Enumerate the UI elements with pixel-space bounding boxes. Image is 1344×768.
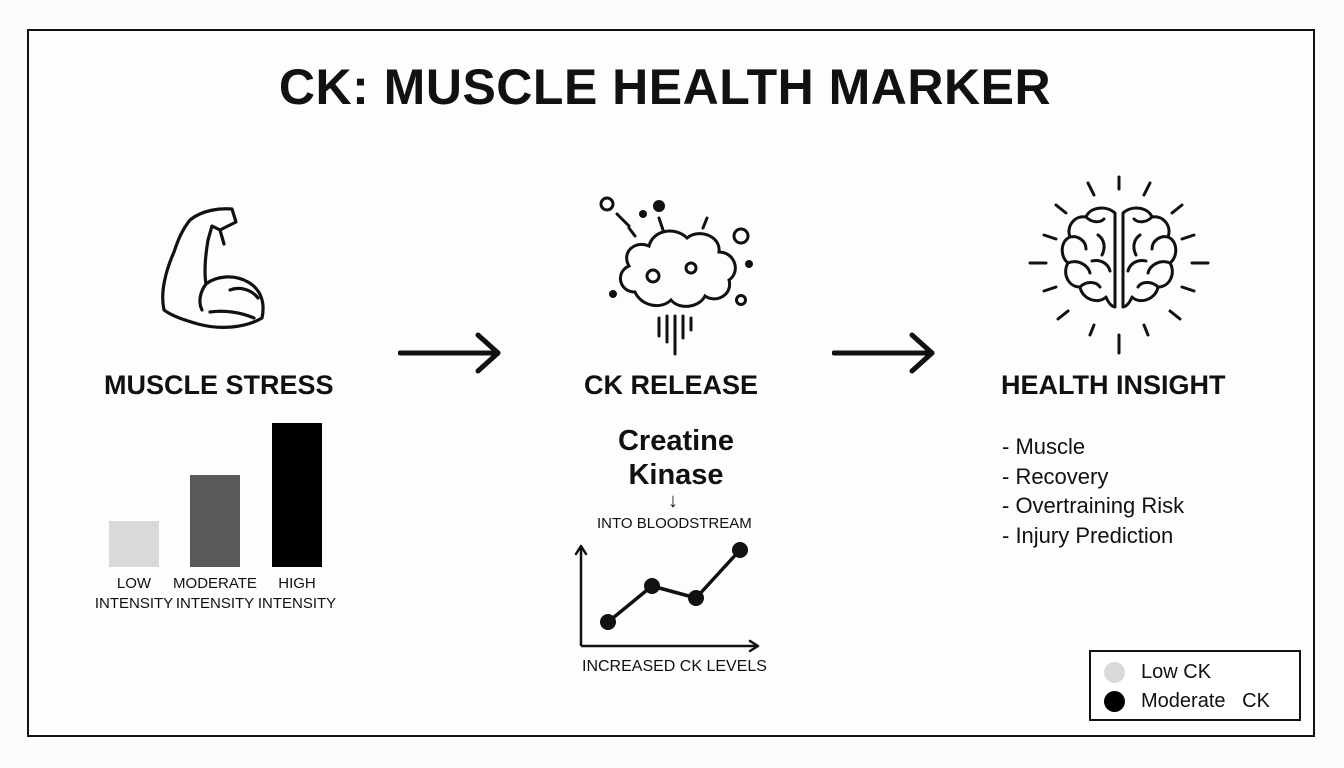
creatine-kinase-line2: Kinase — [628, 459, 724, 491]
intensity-bar-label: LOW INTENSITY — [79, 574, 189, 614]
legend-label: Low CK — [1141, 661, 1212, 683]
intensity-bar — [190, 475, 240, 567]
list-item: - Overtraining Risk — [1002, 493, 1185, 518]
legend: Low CK Moderate CK — [1089, 650, 1301, 721]
list-item: - Recovery — [1002, 463, 1109, 489]
legend-swatch — [1104, 691, 1125, 712]
intensity-bar-label-line2: INTENSITY — [257, 595, 337, 612]
legend-label: Moderate CK — [1141, 690, 1270, 712]
bloodstream-label: INTO BLOODSTREAM — [597, 515, 752, 532]
ck-trend-point — [644, 578, 660, 594]
intensity-bar-label-line2: INTENSITY — [175, 595, 255, 612]
diagram-frame — [27, 29, 1315, 737]
flexed-arm-icon — [161, 207, 265, 329]
legend-item-moderate: Moderate CK — [1104, 690, 1270, 713]
intensity-bar-label: MODERATE INTENSITY — [160, 574, 270, 614]
intensity-bar — [109, 521, 159, 567]
step-ck-release: CK RELEASE — [584, 370, 759, 400]
creatine-kinase-label: Creatine Kinase — [596, 424, 756, 492]
list-item: - Muscle — [1002, 434, 1086, 459]
increased-ck-levels-label: INCREASED CK LEVELS — [582, 658, 767, 675]
insight-list: - Muscle - Recovery - Overtraining Risk … — [1002, 432, 1184, 550]
intensity-bar-label-line1: HIGH — [278, 575, 316, 592]
legend-swatch — [1104, 662, 1125, 683]
x-axis-arrow — [748, 639, 760, 653]
list-item: - Injury Prediction — [1002, 522, 1174, 548]
arrow-right-icon — [398, 332, 501, 374]
step-muscle-stress: MUSCLE STRESS — [104, 370, 334, 400]
creatine-kinase-line1: Creatine — [617, 425, 735, 457]
legend-item-low: Low CK — [1104, 661, 1211, 684]
brain-icon — [1028, 175, 1210, 355]
intensity-bar-label-line1: MODERATE — [173, 575, 257, 592]
intensity-bar — [272, 423, 322, 567]
ck-trend-point — [600, 614, 616, 630]
step-health-insight: HEALTH INSIGHT — [1001, 370, 1226, 400]
cloud-burst-icon — [599, 196, 753, 356]
intensity-bar-label-line1: LOW — [116, 575, 152, 592]
ck-trend-point — [732, 542, 748, 558]
ck-trend-chart — [574, 542, 760, 653]
intensity-bar-label: HIGH INTENSITY — [242, 574, 352, 614]
intensity-bar-label-line2: INTENSITY — [94, 595, 174, 612]
arrow-right-icon — [832, 332, 935, 374]
page-title: CK: MUSCLE HEALTH MARKER — [278, 59, 1052, 115]
ck-trend-line — [606, 548, 742, 624]
down-arrow-icon: ↓ — [668, 490, 678, 512]
ck-trend-point — [688, 590, 704, 606]
